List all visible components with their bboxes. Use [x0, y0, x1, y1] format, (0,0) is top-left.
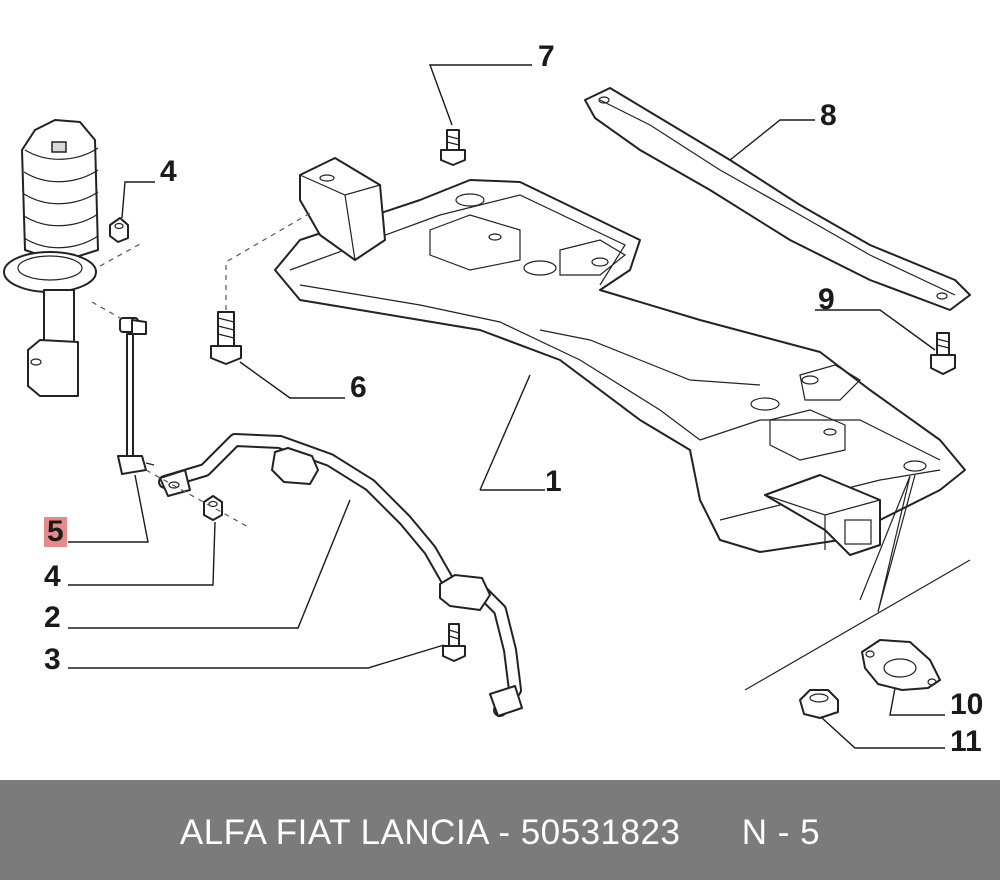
outline-line [744, 559, 971, 691]
dash-line [99, 243, 141, 267]
bolt-9 [930, 332, 956, 375]
footer-bar: ALFA FIAT LANCIA - 50531823 N - 5 [0, 780, 1000, 880]
stabilizer-bar [158, 433, 523, 717]
callout-4-upper: 4 [160, 155, 177, 188]
callout-5-highlighted: 5 [44, 517, 67, 547]
leader-lines [68, 64, 945, 749]
callout-11: 11 [950, 725, 982, 758]
bolt-3 [442, 623, 466, 662]
callout-9: 9 [818, 283, 835, 316]
bolt-7 [440, 129, 466, 166]
stabilizer-link [117, 317, 155, 475]
callout-4-lower: 4 [44, 560, 61, 593]
dash-line [225, 211, 313, 310]
reinforcement-bar [584, 87, 971, 311]
part-number-label: ALFA FIAT LANCIA - 50531823 N - 5 [179, 813, 821, 852]
callout-10: 10 [950, 688, 984, 721]
callout-2: 2 [44, 601, 61, 634]
rubber-bushing [799, 689, 839, 719]
strut-assembly [3, 119, 99, 397]
callout-3: 3 [44, 643, 61, 676]
callout-1: 1 [545, 465, 562, 498]
callout-6: 6 [350, 371, 367, 404]
bolt-6 [210, 311, 242, 365]
mount-plate [861, 639, 941, 691]
subframe [274, 157, 966, 556]
nut-lower [203, 495, 223, 521]
dash-line [91, 301, 121, 319]
callout-8: 8 [820, 99, 837, 132]
callout-7: 7 [538, 40, 555, 73]
outline-line [859, 474, 916, 613]
nut-upper [109, 217, 129, 243]
parts-diagram [3, 64, 971, 749]
